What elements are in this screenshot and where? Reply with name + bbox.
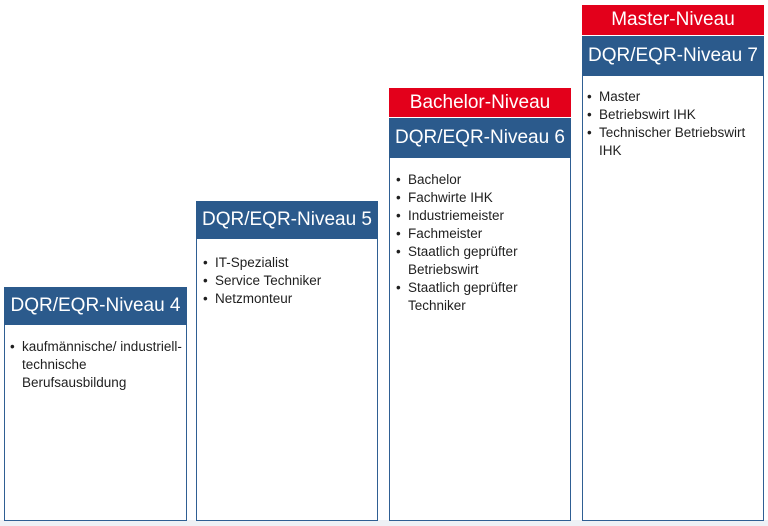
- level-5-header: DQR/EQR-Niveau 5: [196, 201, 378, 239]
- level-6-list: Bachelor Fachwirte IHK Industriemeister …: [396, 171, 566, 315]
- level-6-header: DQR/EQR-Niveau 6: [389, 118, 571, 158]
- list-item: Master: [587, 88, 759, 106]
- list-item: kaufmännische/ industriell-technische Be…: [10, 338, 182, 392]
- list-item: Technischer Betriebswirt IHK: [587, 124, 759, 160]
- list-item: Service Techniker: [203, 272, 373, 290]
- level-7-list: Master Betriebswirt IHK Technischer Betr…: [587, 88, 759, 160]
- level-4-column: [4, 287, 187, 521]
- list-item: Staatlich geprüfter Betriebswirt: [396, 243, 566, 279]
- list-item: IT-Spezialist: [203, 254, 373, 272]
- master-level-tag: Master-Niveau: [582, 5, 764, 35]
- level-5-list: IT-Spezialist Service Techniker Netzmont…: [203, 254, 373, 308]
- level-5-column: [196, 201, 378, 521]
- bachelor-level-tag: Bachelor-Niveau: [389, 88, 571, 117]
- list-item: Staatlich geprüfter Techniker: [396, 279, 566, 315]
- baseline-shadow: [0, 520, 768, 526]
- level-4-header: DQR/EQR-Niveau 4: [4, 287, 187, 325]
- list-item: Fachmeister: [396, 225, 566, 243]
- list-item: Netzmonteur: [203, 290, 373, 308]
- list-item: Fachwirte IHK: [396, 189, 566, 207]
- list-item: Industriemeister: [396, 207, 566, 225]
- level-4-list: kaufmännische/ industriell-technische Be…: [10, 338, 182, 392]
- list-item: Bachelor: [396, 171, 566, 189]
- list-item: Betriebswirt IHK: [587, 106, 759, 124]
- level-7-header: DQR/EQR-Niveau 7: [582, 36, 764, 76]
